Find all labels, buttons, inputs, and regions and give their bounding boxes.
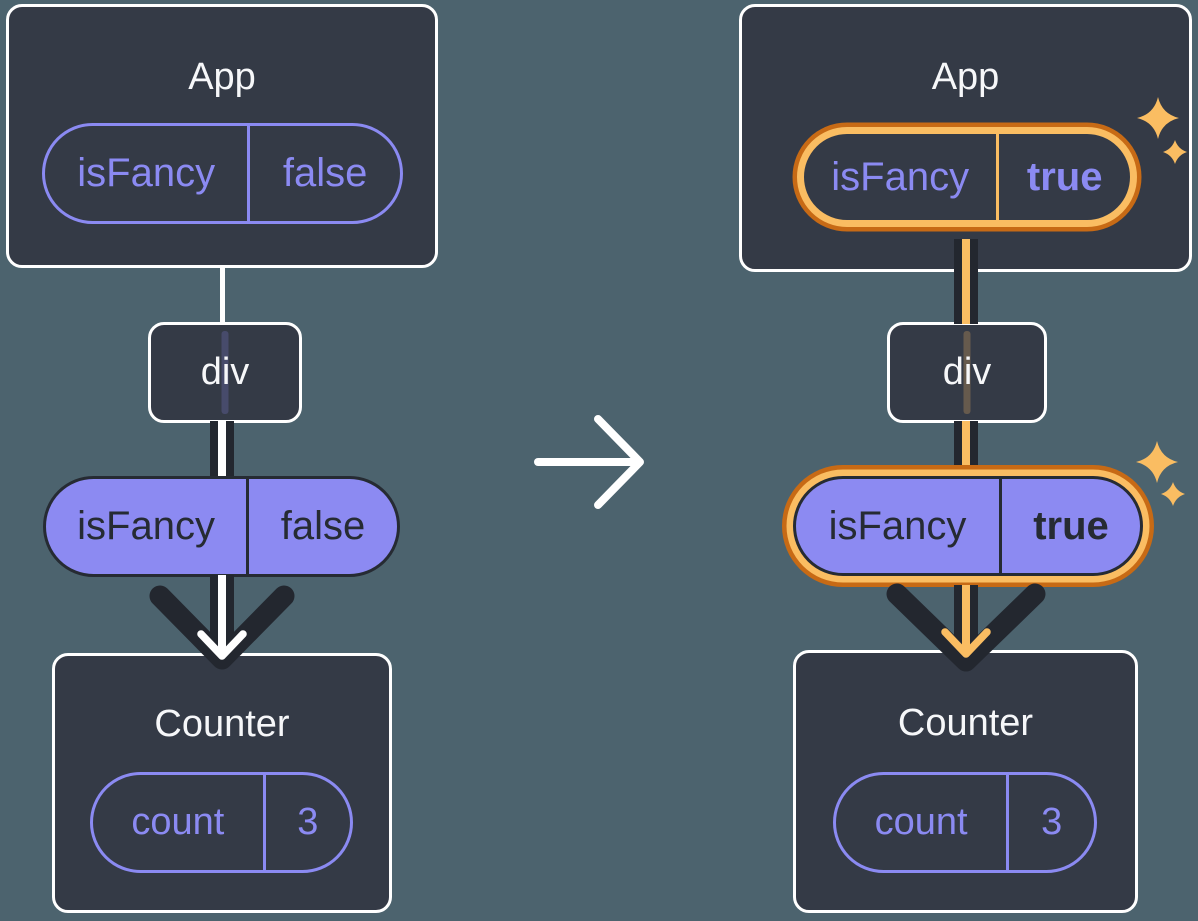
flow-arrowhead-icon [149, 575, 295, 670]
after-flow-core [962, 421, 970, 477]
pill-divider [247, 126, 251, 221]
state-name-label: count [874, 801, 968, 843]
before-app-state-pill: isFancy false [42, 123, 403, 224]
pill-divider [998, 479, 1002, 573]
after-div-label: div [942, 351, 992, 393]
state-name-label: count [131, 801, 225, 843]
prop-value-label: false [280, 504, 366, 548]
before-counter-title: Counter [154, 703, 290, 745]
after-app-state-pill: isFancy true [797, 127, 1137, 227]
prop-name-label: isFancy [77, 151, 216, 195]
edge-through-box [963, 331, 971, 414]
prop-name-label: isFancy [828, 503, 967, 548]
prop-name-label: isFancy [77, 504, 215, 548]
transition-arrow-icon [534, 415, 644, 509]
after-app-title: App [931, 56, 1000, 98]
prop-value-label: false [282, 151, 368, 195]
prop-value-label: true [1026, 154, 1103, 199]
before-app-title: App [188, 56, 256, 98]
pill-divider [246, 479, 250, 574]
before-passed-prop-pill: isFancy false [43, 476, 400, 577]
before-div-box: div [148, 322, 302, 423]
after-passed-prop-pill: isFancy true [793, 476, 1143, 576]
sparkle-icon [1136, 441, 1185, 506]
before-flow-core [218, 421, 226, 478]
prop-value-label: true [1033, 503, 1109, 548]
after-div-box: div [887, 322, 1047, 423]
before-div-label: div [200, 351, 250, 393]
pill-divider [1006, 775, 1010, 870]
pill-divider [262, 775, 266, 870]
state-value-label: 3 [1041, 801, 1063, 843]
after-counter-box: Counter [793, 650, 1138, 913]
state-value-label: 3 [297, 801, 319, 843]
pill-divider [996, 134, 1000, 220]
after-counter-state-pill: count 3 [833, 772, 1097, 873]
prop-name-label: isFancy [831, 154, 970, 199]
before-edge-app-div [219, 266, 225, 324]
before-counter-state-pill: count 3 [90, 772, 353, 873]
edge-through-box [221, 331, 229, 414]
after-flow-core [962, 239, 970, 324]
after-counter-title: Counter [897, 702, 1034, 744]
